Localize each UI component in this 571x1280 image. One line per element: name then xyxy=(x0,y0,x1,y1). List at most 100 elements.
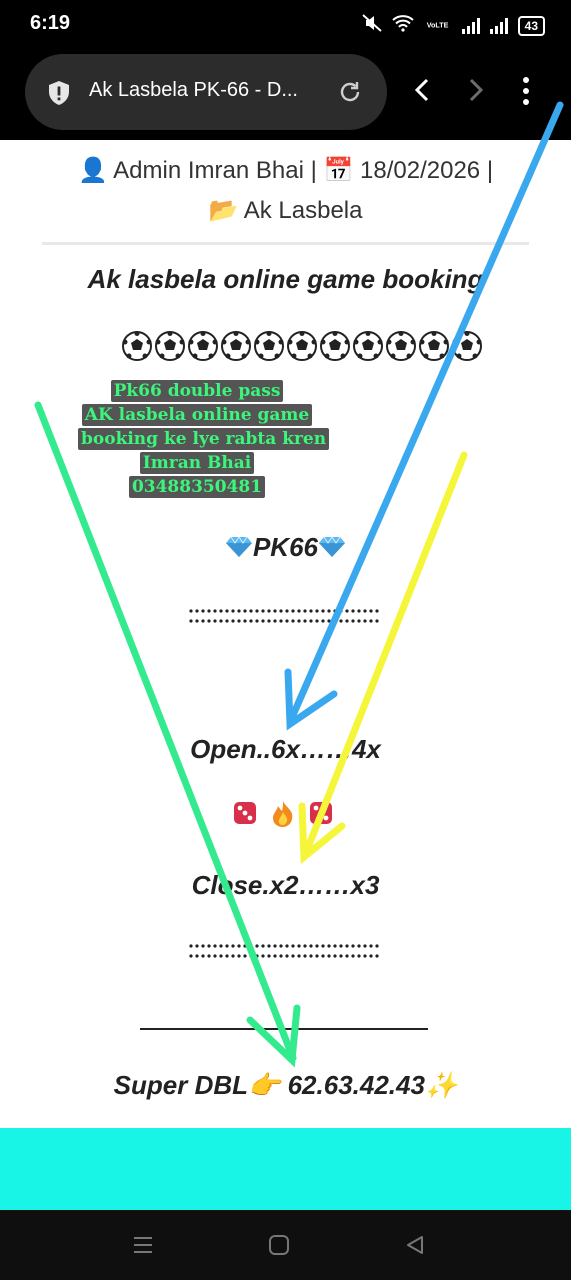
separator-dot xyxy=(213,619,217,623)
separator-dot xyxy=(237,619,241,623)
separator-dot xyxy=(285,944,289,948)
address-bar[interactable]: Ak Lasbela PK-66 - D... xyxy=(25,54,387,130)
separator-dot xyxy=(195,954,199,958)
cyan-banner xyxy=(0,1128,571,1210)
dotted-separator xyxy=(189,609,379,623)
separator-dot xyxy=(369,944,373,948)
separator-dot xyxy=(207,609,211,613)
separator-dot xyxy=(219,609,223,613)
separator-dot xyxy=(291,944,295,948)
separator-dot xyxy=(369,954,373,958)
separator-dot xyxy=(345,944,349,948)
separator-dot xyxy=(201,954,205,958)
separator-dot xyxy=(297,944,301,948)
separator-dot xyxy=(339,619,343,623)
soccer-ball-icon xyxy=(221,331,251,361)
soccer-ball-icon xyxy=(452,331,482,361)
promo-phone: 03488350481 xyxy=(128,476,266,498)
separator-dot xyxy=(321,954,325,958)
separator-dot xyxy=(327,944,331,948)
separator-dot xyxy=(333,954,337,958)
separator-dot xyxy=(273,954,277,958)
status-icons: VoLTE 43 xyxy=(362,14,545,37)
promo-line: booking ke lye rabta kren xyxy=(78,428,330,450)
post-title: Ak lasbela online game booking xyxy=(87,264,484,294)
separator-dot xyxy=(363,609,367,613)
separator-dot xyxy=(189,954,193,958)
separator-dot xyxy=(195,619,199,623)
dotted-separator xyxy=(189,944,379,958)
back-nav-icon[interactable] xyxy=(404,1234,426,1256)
separator-dot xyxy=(237,954,241,958)
soccer-ball-row xyxy=(121,330,483,362)
forward-icon[interactable] xyxy=(462,76,488,104)
separator-dot xyxy=(207,944,211,948)
separator-dot xyxy=(357,954,361,958)
separator-dot xyxy=(237,944,241,948)
separator-dot xyxy=(285,954,289,958)
separator-dot xyxy=(303,619,307,623)
separator-dot xyxy=(255,944,259,948)
separator-dot xyxy=(297,619,301,623)
separator-dot xyxy=(321,944,325,948)
separator-dot xyxy=(315,944,319,948)
separator-dot xyxy=(351,954,355,958)
dice-icon xyxy=(234,802,256,824)
separator-dot xyxy=(357,944,361,948)
separator-dot xyxy=(231,609,235,613)
browser-toolbar: Ak Lasbela PK-66 - D... xyxy=(0,50,571,140)
separator-dot xyxy=(243,954,247,958)
separator-dot xyxy=(327,954,331,958)
soccer-ball-icon xyxy=(419,331,449,361)
separator-dot xyxy=(273,609,277,613)
separator-dot xyxy=(249,944,253,948)
separator-dot xyxy=(243,609,247,613)
recents-icon[interactable] xyxy=(132,1234,154,1256)
separator-dot xyxy=(351,944,355,948)
post-meta-author-date[interactable]: 👤 Admin Imran Bhai | 📅 18/02/2026 | xyxy=(77,157,494,184)
soccer-ball-icon xyxy=(188,331,218,361)
separator-dot xyxy=(309,954,313,958)
separator-dot xyxy=(279,619,283,623)
separator-dot xyxy=(255,619,259,623)
separator-dot xyxy=(369,619,373,623)
separator-dot xyxy=(267,944,271,948)
home-icon[interactable] xyxy=(268,1234,290,1256)
fire-icon xyxy=(273,801,293,827)
pk66-label: PK66 xyxy=(252,532,319,562)
separator-dot xyxy=(195,609,199,613)
separator-dot xyxy=(273,619,277,623)
separator-dot xyxy=(219,619,223,623)
separator-dot xyxy=(261,954,265,958)
separator-dot xyxy=(303,609,307,613)
separator-dot xyxy=(339,944,343,948)
separator-dot xyxy=(225,619,229,623)
signal-1-icon xyxy=(461,17,480,34)
separator-dot xyxy=(249,609,253,613)
separator-dot xyxy=(225,944,229,948)
separator-dot xyxy=(249,954,253,958)
back-icon[interactable] xyxy=(410,76,436,104)
promo-line: Imran Bhai xyxy=(139,452,255,474)
overflow-menu-icon[interactable] xyxy=(516,76,536,106)
soccer-ball-icon xyxy=(122,331,152,361)
separator-dot xyxy=(207,619,211,623)
soccer-ball-icon xyxy=(320,331,350,361)
separator-dot xyxy=(291,619,295,623)
post-meta-category[interactable]: 📂 Ak Lasbela xyxy=(208,197,363,224)
separator-dot xyxy=(255,609,259,613)
separator-dot xyxy=(303,944,307,948)
separator-dot xyxy=(327,609,331,613)
separator-dot xyxy=(333,944,337,948)
tab-title[interactable]: Ak Lasbela PK-66 - D... xyxy=(89,79,298,101)
signal-2-icon xyxy=(489,17,508,34)
separator-dot xyxy=(297,954,301,958)
reload-icon[interactable] xyxy=(337,79,363,105)
emoji-row xyxy=(232,800,334,828)
separator-dot xyxy=(321,609,325,613)
soccer-ball-icon xyxy=(155,331,185,361)
shield-icon[interactable] xyxy=(47,80,71,106)
separator-dot xyxy=(309,609,313,613)
separator-dot xyxy=(315,609,319,613)
close-line: Close.x2……x3 xyxy=(191,870,380,900)
